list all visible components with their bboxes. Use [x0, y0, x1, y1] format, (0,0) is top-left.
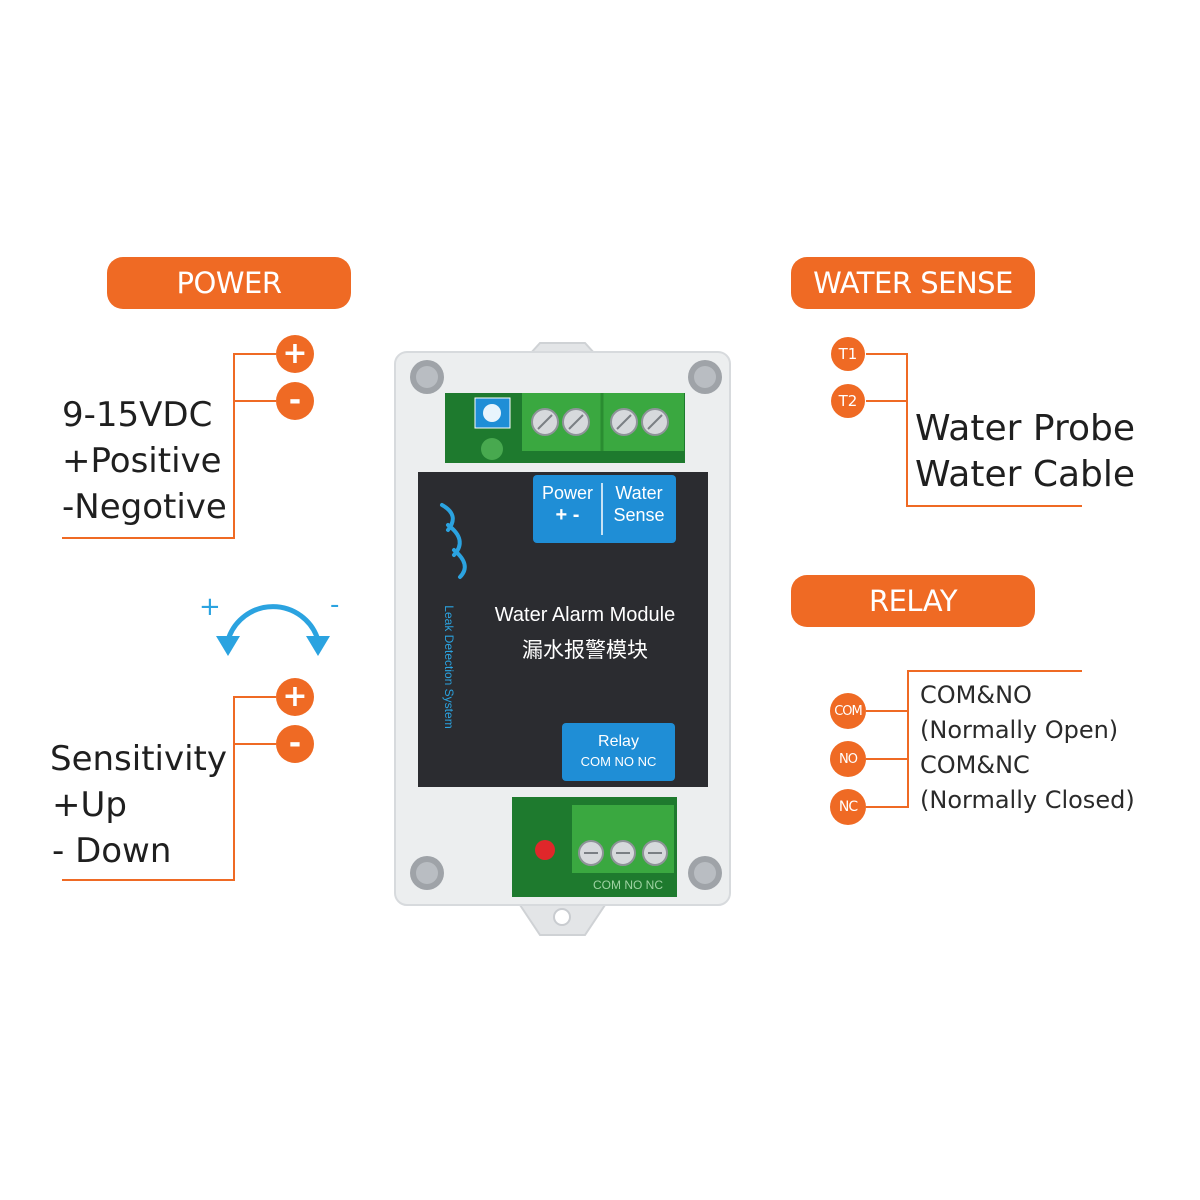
relay-line-2: (Normally Open): [920, 716, 1119, 744]
power-spec-line-1: 9-15VDC: [62, 395, 213, 435]
minus-icon: -: [276, 382, 314, 420]
relay-line-4: (Normally Closed): [920, 786, 1135, 814]
sensitivity-line-1: Sensitivity: [50, 739, 228, 779]
power-spec-line-2: +Positive: [62, 441, 222, 481]
arc-minus-sign: -: [330, 590, 340, 620]
t2-terminal-icon: T2: [831, 384, 865, 418]
nc-terminal-icon: NC: [830, 789, 866, 825]
relay-line-1: COM&NO: [920, 681, 1032, 709]
module-title-chinese: 漏水报警模块: [522, 638, 648, 662]
sensitivity-line-3: - Down: [52, 831, 172, 871]
relay-line-3: COM&NC: [920, 751, 1030, 779]
module-vertical-brand-text: Leak Detection System: [442, 605, 456, 729]
knob-rotation-arrow: [225, 604, 321, 643]
power-pill: POWER: [107, 257, 351, 309]
com-terminal-icon: COM: [830, 693, 866, 729]
arc-plus-sign: +: [199, 592, 221, 622]
water-sense-terminal-label: Water Sense: [613, 483, 665, 525]
water-sense-pill: WATER SENSE: [791, 257, 1035, 309]
water-sense-line-2: Water Cable: [915, 454, 1136, 495]
relay-pill: RELAY: [791, 575, 1035, 627]
module-title: Water Alarm Module: [494, 604, 676, 626]
power-spec-line-3: -Negotive: [62, 487, 227, 527]
no-terminal-icon: NO: [830, 741, 866, 777]
plus-icon: +: [276, 678, 314, 716]
terminal-print-text: COM NO NC: [593, 878, 663, 892]
water-sense-line-1: Water Probe: [915, 408, 1135, 449]
relay-terminal-label: Relay COM NO NC: [580, 733, 657, 769]
t1-terminal-icon: T1: [831, 337, 865, 371]
minus-icon: -: [276, 725, 314, 763]
sensitivity-line-2: +Up: [52, 785, 127, 825]
plus-icon: +: [276, 335, 314, 373]
power-terminal-label: Power + -: [541, 483, 594, 526]
water-alarm-module: [394, 342, 731, 936]
screw-icon: [410, 360, 722, 890]
